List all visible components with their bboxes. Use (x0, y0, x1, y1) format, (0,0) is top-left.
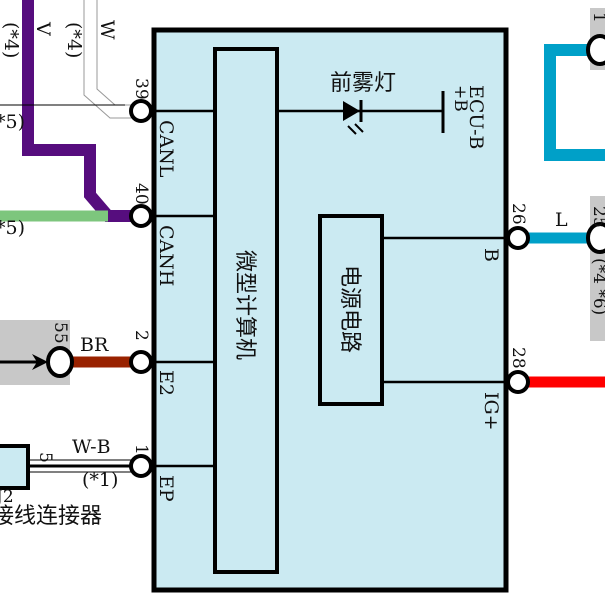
pin-1-terminal (129, 454, 153, 478)
wire-v-color: V (32, 21, 54, 36)
pin-2-number: 2 (131, 330, 151, 341)
joint-connector-box (0, 444, 30, 490)
wire-w-note: (*4) (63, 22, 85, 58)
fog-lamp-led-icon (343, 100, 364, 135)
signal-canh: CANH (155, 225, 177, 286)
pin-40-number: 40 (131, 183, 151, 205)
pin-55-number: 55 (50, 322, 70, 344)
microcomputer-label: 微型计算机 (232, 250, 257, 360)
wire-w-color: W (96, 20, 118, 40)
joint-connector-sub: J2 (0, 487, 14, 507)
wire-wb-note: (*1) (82, 469, 118, 491)
wire-l-color: L (555, 209, 568, 231)
joint-connector-label: 接线连接器 (0, 504, 102, 529)
pin-39-terminal (129, 99, 153, 123)
pin-25-note: (*4 *6) (589, 258, 605, 315)
ecu-b-label: ECU-B (465, 85, 487, 149)
pin-25-number: 25 (589, 206, 605, 228)
pin-26-terminal (506, 226, 530, 250)
power-circuit-label: 电源电路 (337, 265, 362, 353)
fog-lamp-label: 前雾灯 (330, 71, 396, 96)
signal-canl: CANL (155, 120, 177, 178)
signal-b: B (480, 248, 502, 262)
pin-2-terminal (129, 350, 153, 374)
power-circuit-box (318, 214, 384, 406)
pin-1-number: 1 (131, 444, 151, 455)
pin-40-terminal (129, 204, 153, 228)
ecu-box (151, 27, 509, 593)
pin-55-terminal (46, 346, 74, 378)
wire-v-note: (*4) (0, 22, 22, 58)
pin-26-number: 26 (508, 203, 528, 225)
note-5b: *5) (0, 217, 25, 239)
note-5a: *5) (0, 111, 25, 133)
signal-e2: E2 (155, 370, 177, 396)
wire-br-color: BR (80, 334, 109, 356)
pin-2j-number: 1 (589, 12, 605, 23)
pin-25-terminal (586, 222, 605, 254)
wire-blue-loop (544, 44, 605, 161)
wire-wb-color: W-B (72, 436, 111, 458)
signal-ep: EP (155, 475, 177, 502)
signal-ig: IG+ (480, 392, 502, 431)
arrow-icon (32, 354, 48, 370)
pin-2j-terminal (586, 34, 605, 66)
wire-wb-pin: 5 (35, 452, 55, 463)
pin-28-number: 28 (508, 347, 528, 369)
pin-39-number: 39 (131, 78, 151, 100)
ecu-b-sub: +B (450, 85, 470, 112)
pin-28-terminal (506, 370, 530, 394)
microcomputer-box (213, 47, 279, 574)
